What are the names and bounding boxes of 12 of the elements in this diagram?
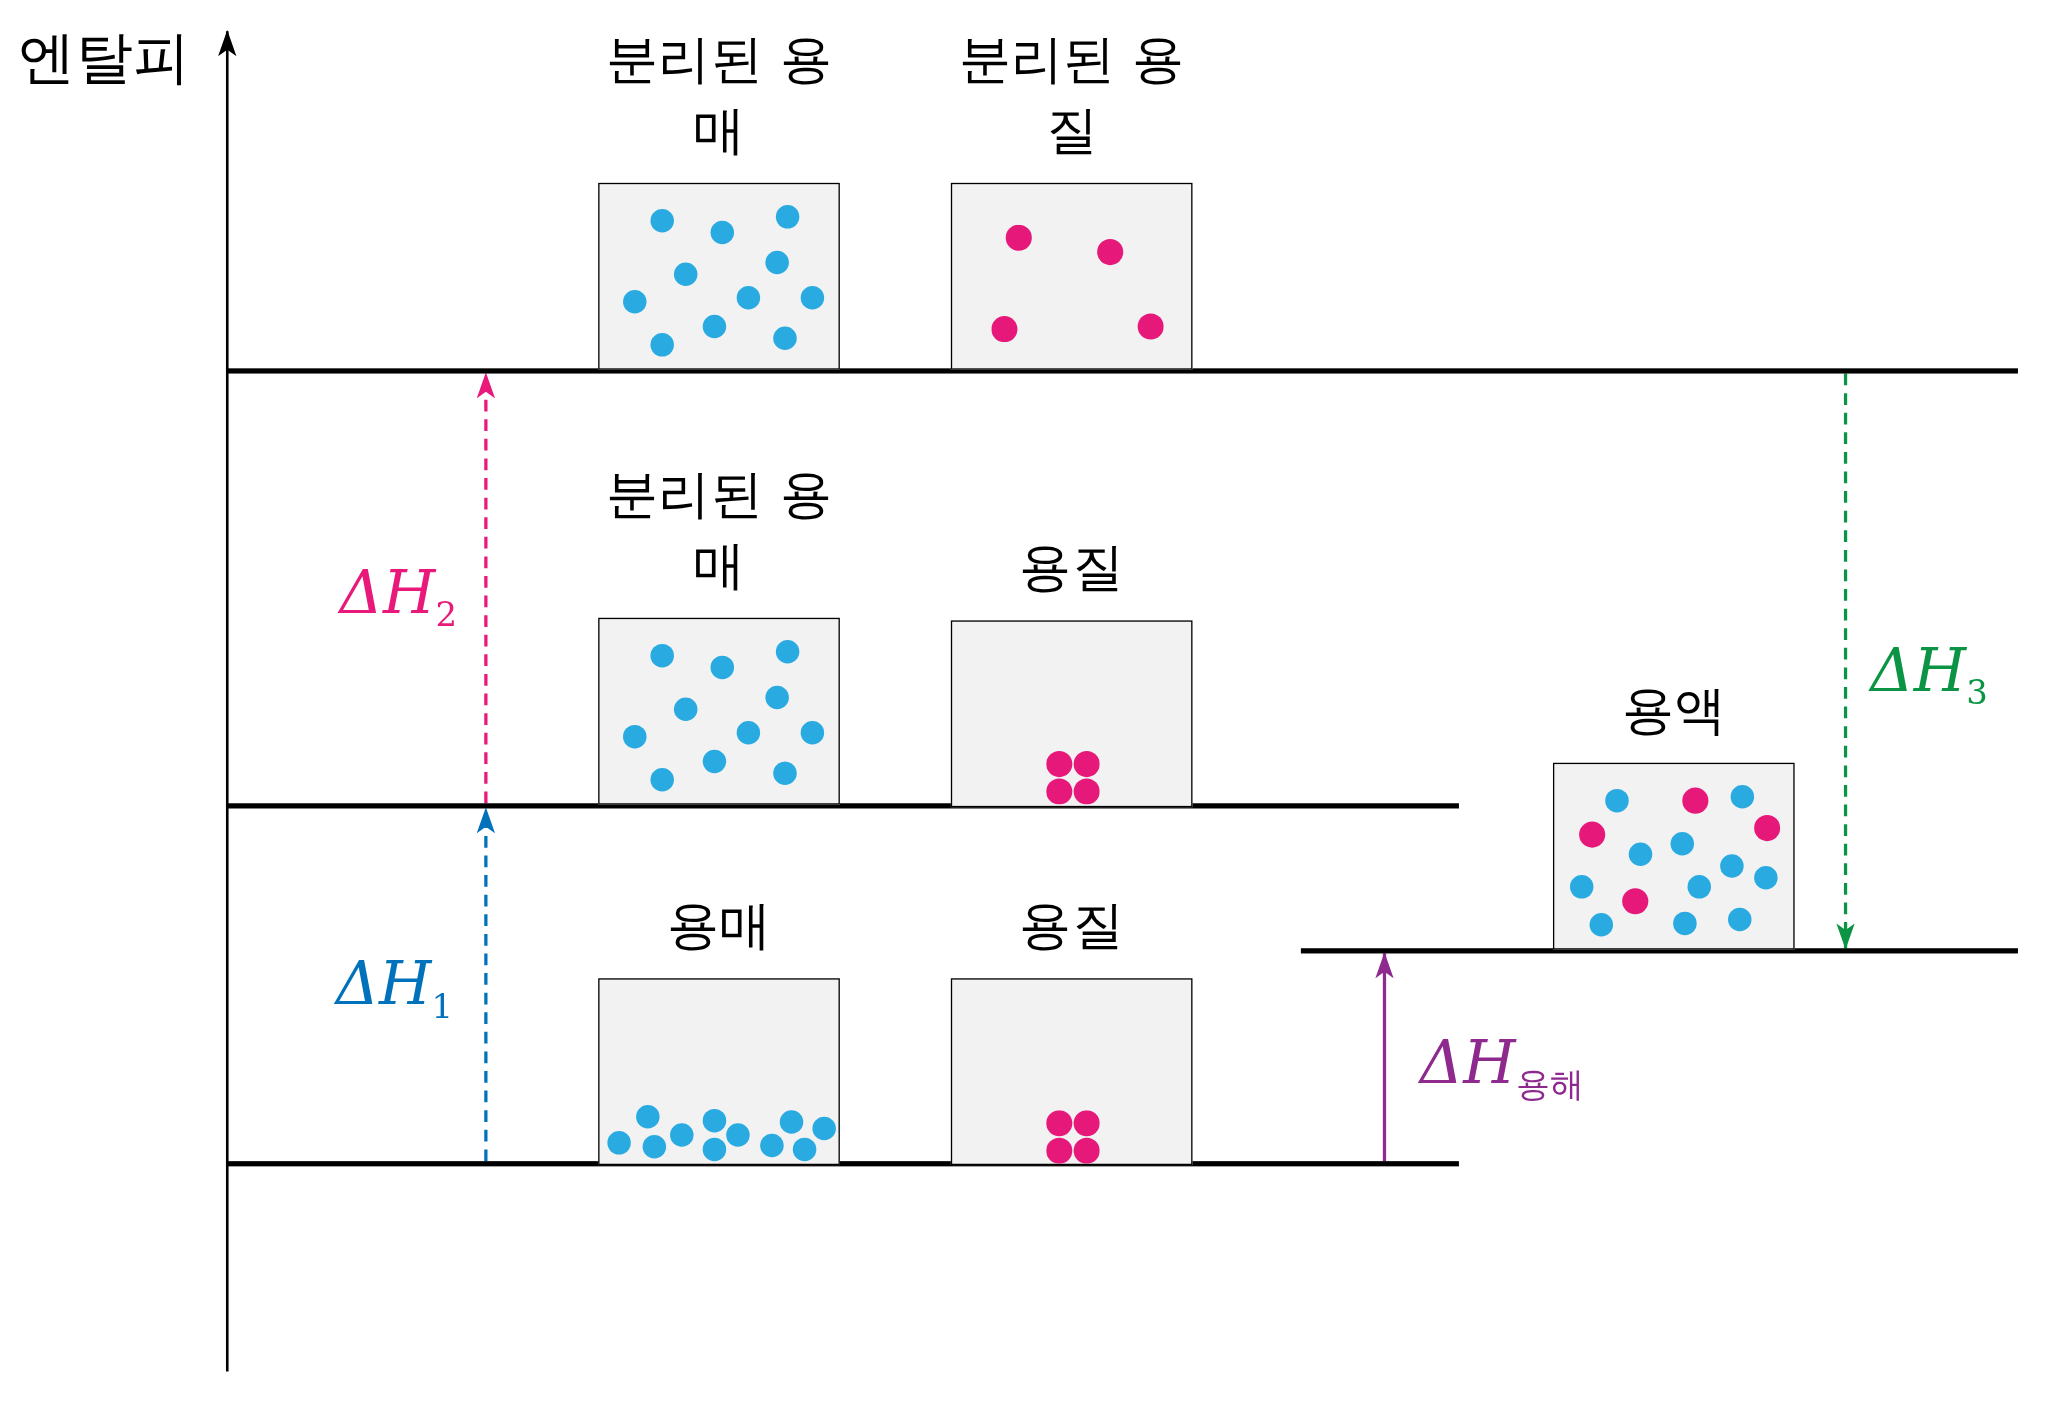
box-heading: 분리된 용매 [605,462,833,597]
arrow [1375,952,1394,1162]
axis-label: 엔탈피 [18,22,191,93]
box-heading: 분리된 용매 [605,27,833,162]
box-heading: 용액 [1620,678,1728,742]
box-heading: 용질 [1018,893,1125,957]
arrow [476,372,495,804]
arrow [1836,373,1855,950]
box-heading: 분리된 용질 [957,27,1186,162]
box-heading: 용매 [665,893,773,957]
arrow [476,807,495,1162]
box-heading: 용질 [1018,535,1125,599]
